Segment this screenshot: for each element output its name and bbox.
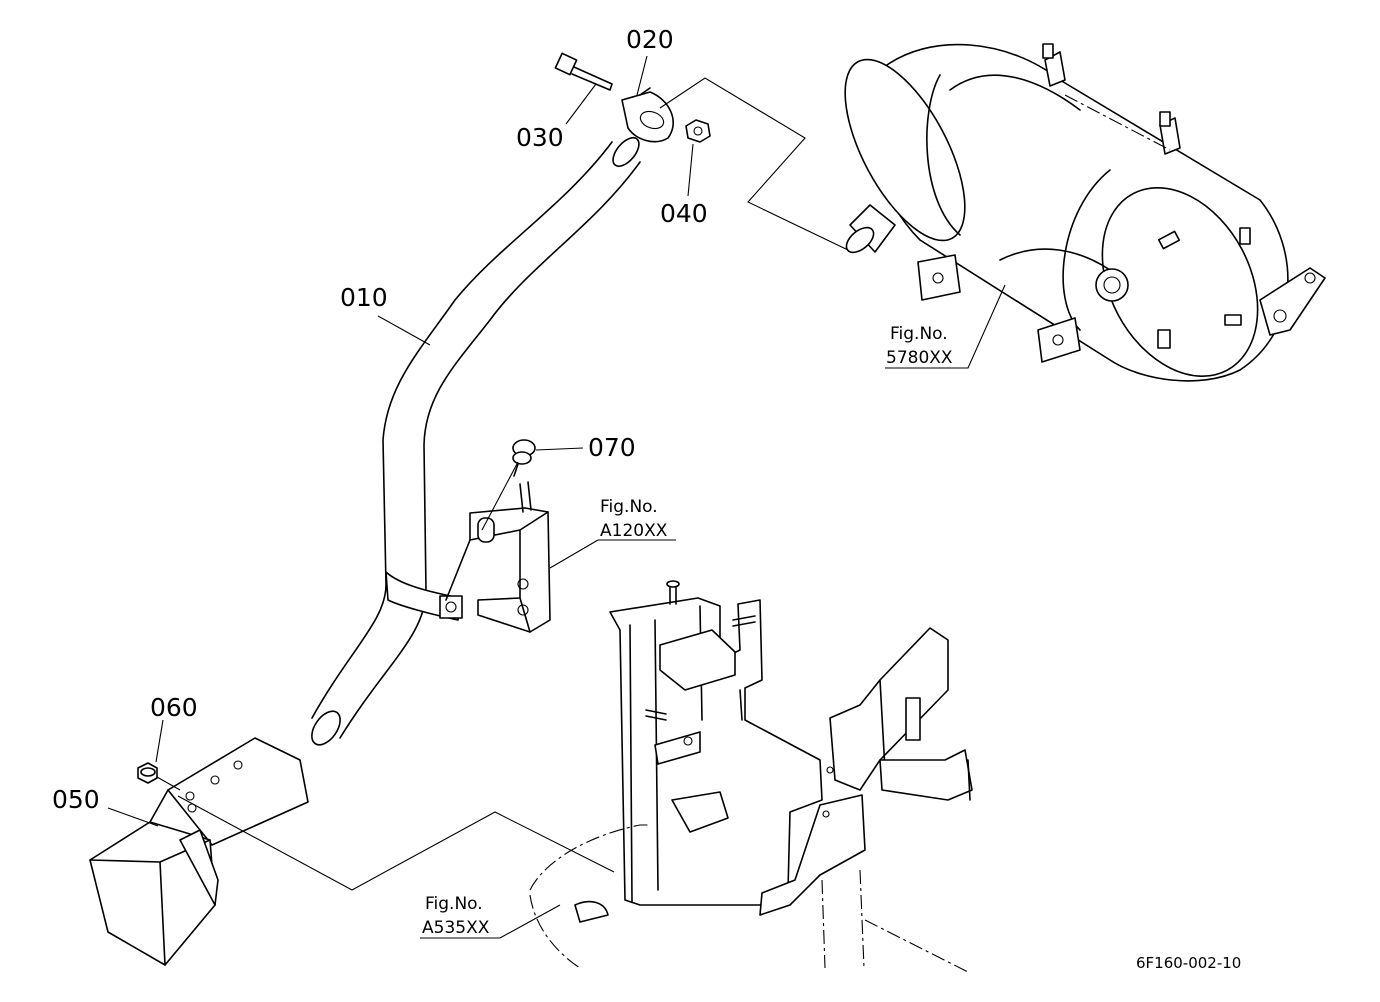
exhaust-pipe-010[interactable] — [306, 133, 644, 750]
fig-ref-frame-code: A535XX — [422, 918, 490, 938]
clamp-020[interactable] — [621, 87, 674, 143]
callout-030: 030 — [516, 123, 564, 152]
pipe-support-bracket[interactable] — [445, 481, 551, 633]
fig-ref-muffler-code: 5780XX — [886, 348, 953, 368]
fig-ref-frame-caption: Fig.No. — [425, 894, 483, 914]
callout-020: 020 — [626, 25, 674, 54]
muffler-assembly[interactable] — [821, 42, 1326, 403]
callout-010: 010 — [340, 283, 388, 312]
bolt-070[interactable] — [481, 439, 536, 531]
mounting-frame[interactable] — [529, 580, 973, 973]
bolt-060[interactable] — [137, 762, 181, 791]
callout-labels: 010 020 030 040 050 060 070 Fig.No. 5780… — [52, 25, 1241, 972]
fig-ref-bracket-code: A120XX — [600, 521, 668, 541]
fig-ref-muffler-caption: Fig.No. — [890, 324, 948, 344]
callout-050: 050 — [52, 785, 100, 814]
drawing-number: 6F160-002-10 — [1136, 954, 1241, 972]
fig-ref-bracket-caption: Fig.No. — [600, 497, 658, 517]
callout-060: 060 — [150, 693, 198, 722]
nut-040[interactable] — [685, 119, 711, 143]
callout-040: 040 — [660, 199, 708, 228]
callout-070: 070 — [588, 433, 636, 462]
tailpipe-guard-050[interactable] — [89, 737, 309, 966]
bolt-030[interactable] — [554, 52, 613, 91]
leader-lines — [107, 55, 1006, 939]
